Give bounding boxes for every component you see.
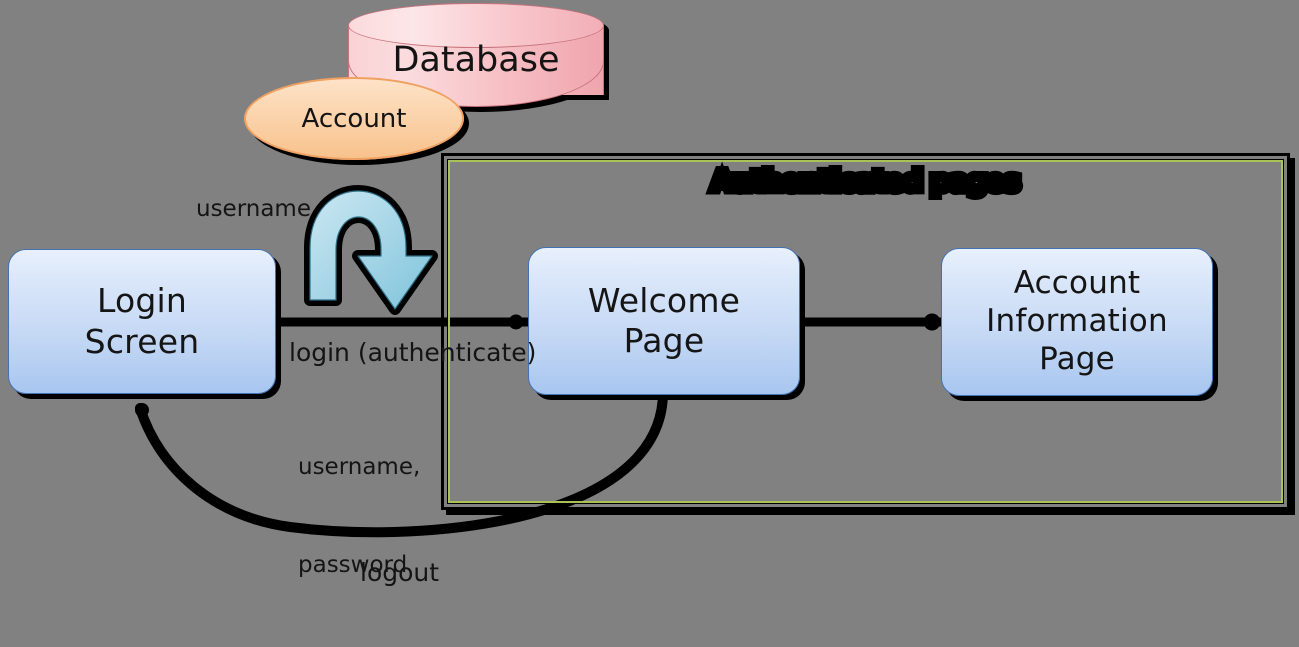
account-info-line-2: Information bbox=[986, 303, 1168, 340]
node-account-information-page-label: Account Information Page bbox=[986, 265, 1168, 378]
node-welcome-page-label: Welcome Page bbox=[588, 281, 740, 362]
label-username-password: username, password bbox=[298, 386, 420, 647]
edge-logout bbox=[135, 387, 668, 538]
container-title: Authenticated pages bbox=[707, 162, 1024, 202]
node-login-screen-label: Login Screen bbox=[85, 281, 200, 362]
connector-layer bbox=[135, 313, 945, 538]
welcome-line-2: Page bbox=[623, 321, 705, 360]
node-account-information-page[interactable]: Account Information Page bbox=[941, 248, 1213, 396]
label-password: password bbox=[298, 552, 408, 579]
database-label: Database bbox=[392, 40, 560, 80]
label-username: username bbox=[196, 196, 311, 222]
login-line-2: Screen bbox=[84, 321, 200, 361]
login-line-1: Login bbox=[96, 281, 188, 321]
edge-login-to-welcome bbox=[276, 314, 530, 330]
cylinder-top bbox=[348, 3, 604, 48]
node-welcome-page[interactable]: Welcome Page bbox=[528, 247, 800, 395]
account-info-line-3: Page bbox=[1039, 340, 1115, 377]
edge-welcome-to-account-info bbox=[795, 313, 945, 331]
authenticated-pages-container bbox=[441, 153, 1290, 510]
label-username-comma: username, bbox=[298, 454, 421, 481]
container-inner-border bbox=[447, 159, 1284, 504]
diagram-canvas: Authenticated pages Database Account Log… bbox=[8, 3, 1290, 587]
label-login-authenticate: login (authenticate) bbox=[289, 338, 537, 367]
account-label: Account bbox=[301, 103, 407, 134]
node-login-screen[interactable]: Login Screen bbox=[8, 249, 276, 394]
account-info-line-1: Account bbox=[1013, 265, 1141, 302]
label-logout: logout bbox=[360, 558, 440, 587]
welcome-line-1: Welcome bbox=[587, 280, 741, 320]
account-ellipse[interactable]: Account bbox=[244, 77, 464, 160]
